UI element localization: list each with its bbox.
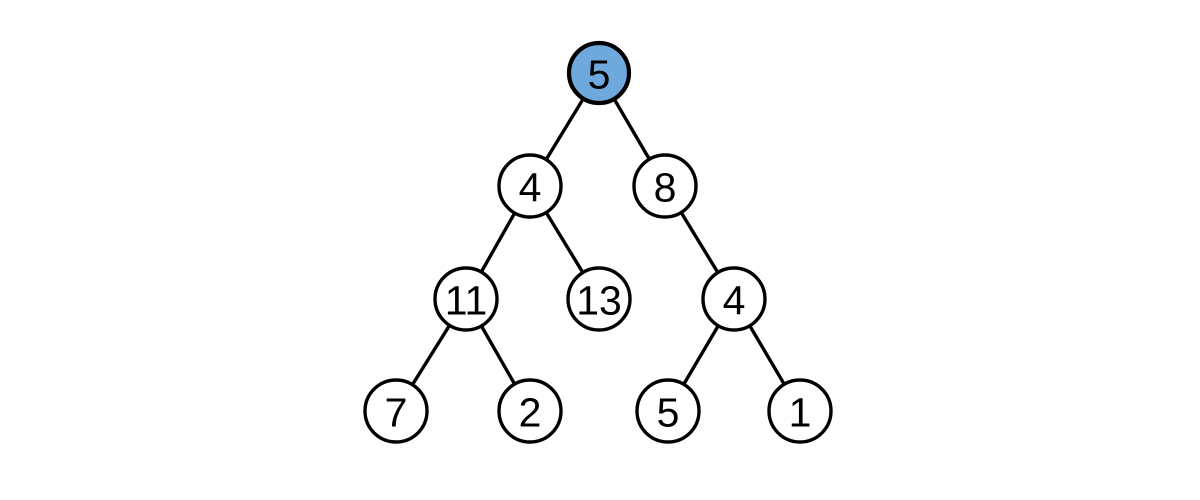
tree-node: 4 [701, 266, 767, 332]
node-circle [363, 378, 429, 444]
node-label: 4 [519, 165, 542, 211]
node-circle [497, 378, 563, 444]
node-circle [497, 153, 563, 219]
tree-node-highlighted: 5 [566, 40, 632, 106]
tree-node: 5 [635, 378, 701, 444]
node-label: 7 [385, 390, 408, 436]
tree-node: 7 [363, 378, 429, 444]
node-circle [566, 266, 632, 332]
node-label: 5 [588, 52, 611, 98]
node-label: 11 [445, 278, 488, 324]
tree-node: 11 [433, 266, 499, 332]
tree-node: 1 [767, 378, 833, 444]
node-circle [566, 40, 632, 106]
node-label: 4 [723, 278, 746, 324]
node-label: 2 [519, 390, 542, 436]
node-label: 1 [789, 390, 812, 436]
node-circle [632, 153, 698, 219]
tree-node: 2 [497, 378, 563, 444]
tree-node: 13 [566, 266, 632, 332]
node-label: 13 [576, 278, 622, 324]
node-circle [767, 378, 833, 444]
node-circle [701, 266, 767, 332]
tree-node: 4 [497, 153, 563, 219]
node-circle [635, 378, 701, 444]
node-label: 8 [654, 165, 677, 211]
node-label: 5 [657, 390, 680, 436]
tree-node: 8 [632, 153, 698, 219]
node-circle [433, 266, 499, 332]
